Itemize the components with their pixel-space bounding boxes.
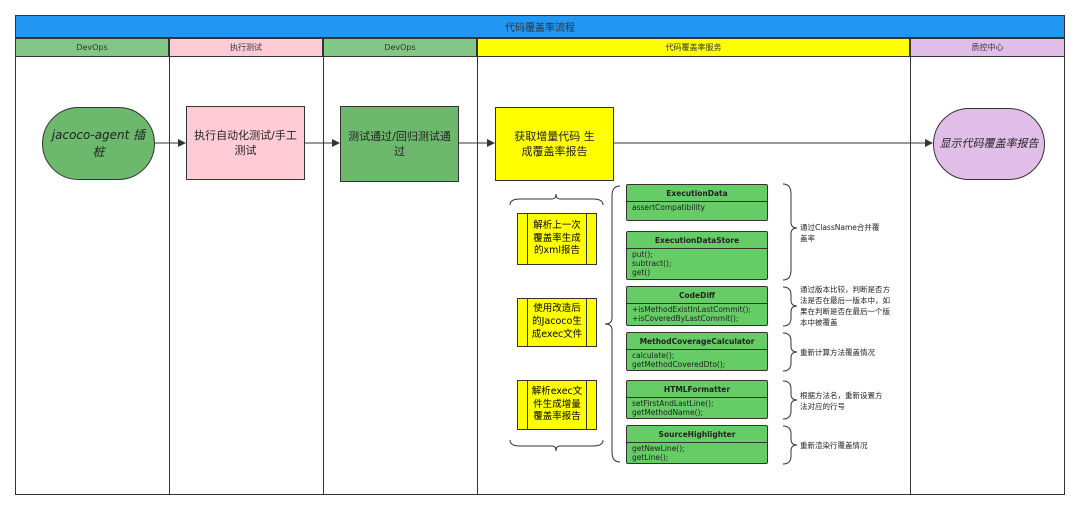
- lane-header-devops-1: DevOps: [15, 38, 169, 57]
- diagram-title: 代码覆盖率流程: [15, 15, 1065, 38]
- class-name: SourceHighlighter: [627, 426, 767, 443]
- lane-divider: [477, 57, 478, 495]
- class-method: getMethodCoveredDto();: [632, 360, 726, 369]
- note-line-number: 根据方法名，重新设置方法对应的行号: [800, 391, 883, 411]
- note-codediff: 通过版本比较，判断是否方法是否在最后一版本中，如果在判断是否在最后一个版本中被覆…: [800, 285, 890, 327]
- class-method: +isMethodExistInLastCommit();: [632, 305, 751, 314]
- class-name: ExecutionData: [627, 185, 767, 202]
- class-method: getMethodName();: [632, 408, 703, 417]
- class-name: ExecutionDataStore: [627, 232, 767, 249]
- class-method: getNewLine();: [632, 444, 685, 453]
- class-code-diff: CodeDiff+isMethodExistInLastCommit();+is…: [626, 286, 768, 326]
- class-method: calculate();: [632, 351, 675, 360]
- class-method: get(): [632, 268, 651, 277]
- node-coverage: 获取增量代码 生成覆盖率报告: [495, 107, 614, 181]
- brace-note: [782, 380, 798, 420]
- lane-header-devops-2: DevOps: [323, 38, 477, 57]
- lane-header-qc: 质控中心: [910, 38, 1065, 57]
- lane-divider: [910, 57, 911, 495]
- class-method: put();: [632, 250, 653, 259]
- node-autotest: 执行自动化测试/手工测试: [186, 106, 305, 180]
- class-method: assertCompatibility: [632, 203, 705, 212]
- class-name: MethodCoverageCalculator: [627, 333, 767, 350]
- class-name: HTMLFormatter: [627, 381, 767, 398]
- brace-note: [782, 286, 798, 327]
- brace-left: [604, 185, 621, 463]
- step-parse-exec: 解析exec文件生成增量覆盖率报告: [517, 380, 597, 430]
- lane-divider: [323, 57, 324, 495]
- note-recalc: 重新计算方法覆盖情况: [800, 348, 875, 357]
- node-report: 显示代码覆盖率报告: [933, 108, 1045, 180]
- step-generate-exec: 使用改造后的Jacoco生成exec文件: [517, 298, 597, 347]
- note-render: 重新渲染行覆盖情况: [800, 441, 868, 450]
- brace-note: [782, 425, 798, 465]
- brace-bottom: [509, 439, 604, 452]
- class-name: CodeDiff: [627, 287, 767, 304]
- brace-note: [782, 332, 798, 372]
- node-test-pass: 测试通过/回归测试通过: [340, 106, 459, 182]
- brace-note: [782, 183, 798, 281]
- node-jacoco-agent: jacoco-agent 插桩: [42, 107, 155, 180]
- note-merge: 通过ClassName合并覆盖率: [800, 223, 880, 243]
- step-parse-xml: 解析上一次覆盖率生成的xml报告: [517, 213, 597, 265]
- class-method: +isCoveredByLastCommit();: [632, 314, 739, 323]
- class-method: getLine();: [632, 453, 669, 462]
- class-method: setFirstAndLastLine();: [632, 399, 714, 408]
- class-method: subtract();: [632, 259, 672, 268]
- lane-header-test: 执行测试: [169, 38, 323, 57]
- lane-header-service: 代码覆盖率服务: [477, 38, 910, 57]
- brace-top: [509, 193, 604, 206]
- lane-divider: [169, 57, 170, 495]
